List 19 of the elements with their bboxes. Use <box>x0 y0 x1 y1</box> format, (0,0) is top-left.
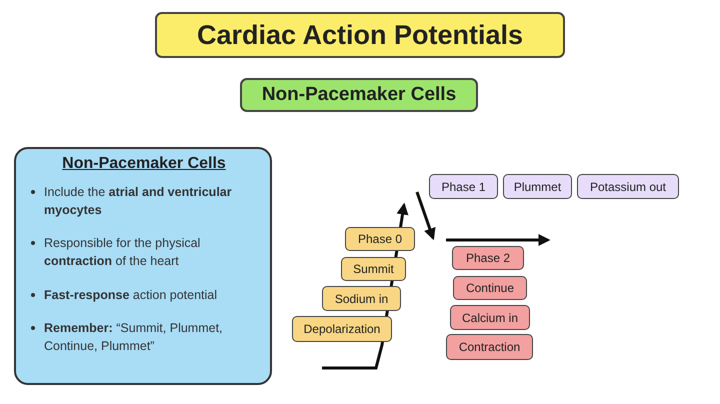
title-banner: Cardiac Action Potentials <box>155 12 565 58</box>
bullet-text: Include the atrial and ventricular myocytes <box>44 185 232 218</box>
mnemonic-label: Summit <box>341 257 406 281</box>
phase-label: Phase 2 <box>452 246 524 270</box>
card-heading: Non-Pacemaker Cells <box>61 155 227 173</box>
bullet-text: Responsible for the physical contraction of the heart <box>44 236 200 268</box>
ion-label: Sodium in <box>322 286 401 311</box>
ion-label: Calcium in <box>450 305 530 330</box>
process-label: Depolarization <box>292 316 392 342</box>
bullet-text: Fast-response action potential <box>44 288 218 302</box>
phase-label: Phase 0 <box>345 227 415 251</box>
mnemonic-label: Continue <box>453 276 527 300</box>
subtitle-banner: Non-Pacemaker Cells <box>240 78 478 112</box>
info-card <box>14 147 272 385</box>
bullet-text: Remember: “Summit, Plummet, Continue, Plummet” <box>44 320 223 353</box>
mnemonic-label: Plummet <box>503 174 572 199</box>
phase-label: Phase 1 <box>429 174 498 199</box>
process-label: Contraction <box>446 334 533 360</box>
ion-label: Potassium out <box>577 174 679 199</box>
